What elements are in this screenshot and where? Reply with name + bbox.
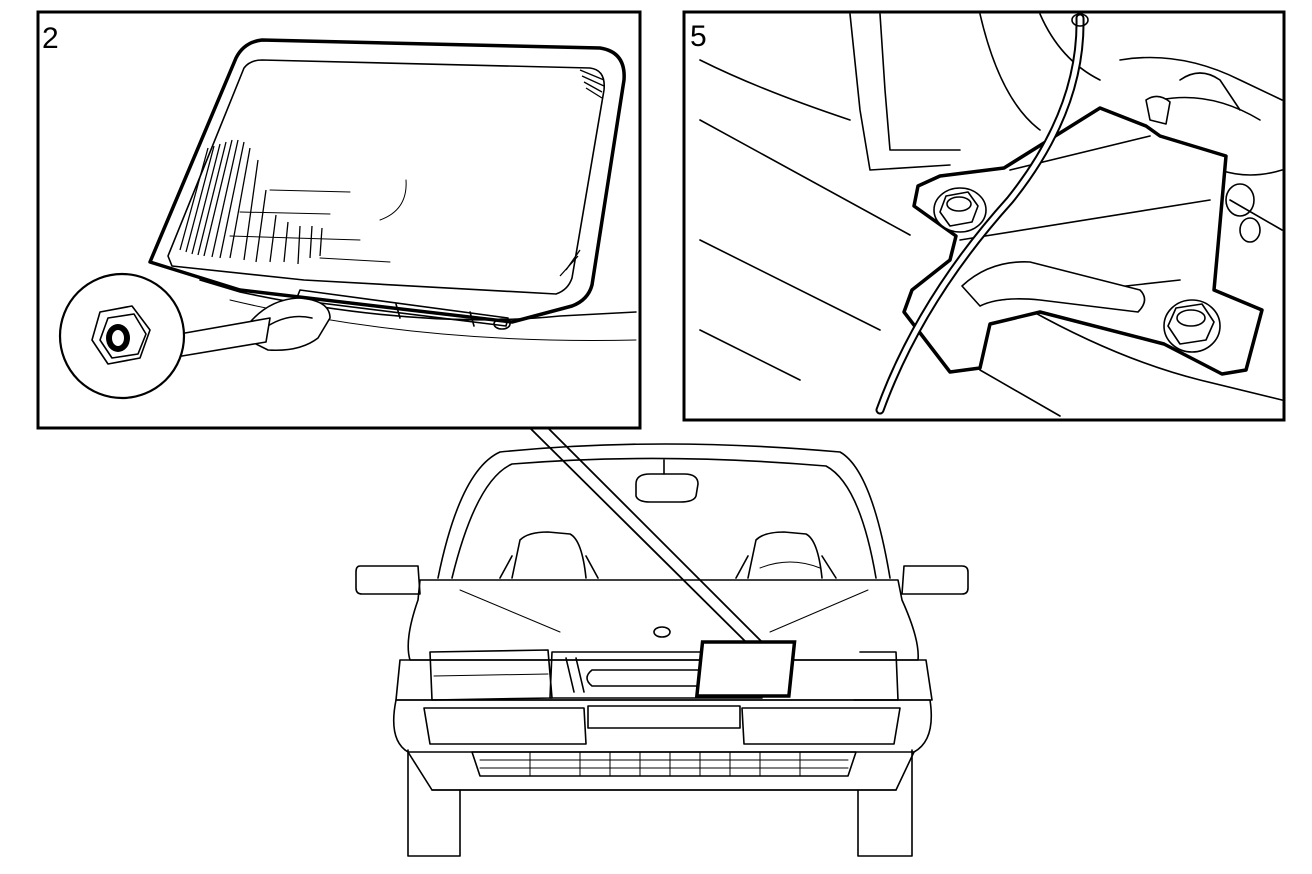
mirror-right (901, 565, 969, 595)
bolt-icon (933, 187, 987, 233)
car-front-view (355, 443, 969, 857)
seat-right (747, 531, 823, 579)
seat-left (511, 531, 587, 579)
leader-lines (529, 427, 771, 653)
panel-2-headlamp-detail: 2 (36, 10, 642, 430)
panel-5-label: 5 (690, 20, 707, 53)
wiper-arm (295, 289, 509, 327)
windscreen (451, 457, 877, 579)
lower-air-intake (471, 751, 857, 777)
engine-bay-structure (699, 13, 1283, 417)
front-face (395, 659, 933, 701)
bonnet (407, 579, 919, 661)
panel-2-label: 2 (42, 22, 59, 55)
headlamp-lens (167, 59, 606, 295)
cable-clip (961, 261, 1146, 313)
grille (549, 651, 763, 699)
rear-view-mirror (635, 473, 699, 503)
bonnet-badge (653, 626, 671, 638)
lens-shading (179, 69, 605, 277)
stand-right (857, 749, 913, 857)
headlamp-housing (148, 38, 626, 324)
bolt-icon (1163, 299, 1221, 353)
intake-slats (479, 751, 849, 777)
highlighted-area (694, 640, 797, 698)
car-roof-outline (437, 443, 891, 579)
stand-left (407, 749, 461, 857)
panel-5-bracket-detail: 5 (682, 10, 1286, 422)
body-panel-line (199, 279, 637, 321)
lower-valance (407, 751, 915, 791)
mirror-left (355, 565, 421, 595)
hex-nut-icon (91, 305, 151, 365)
